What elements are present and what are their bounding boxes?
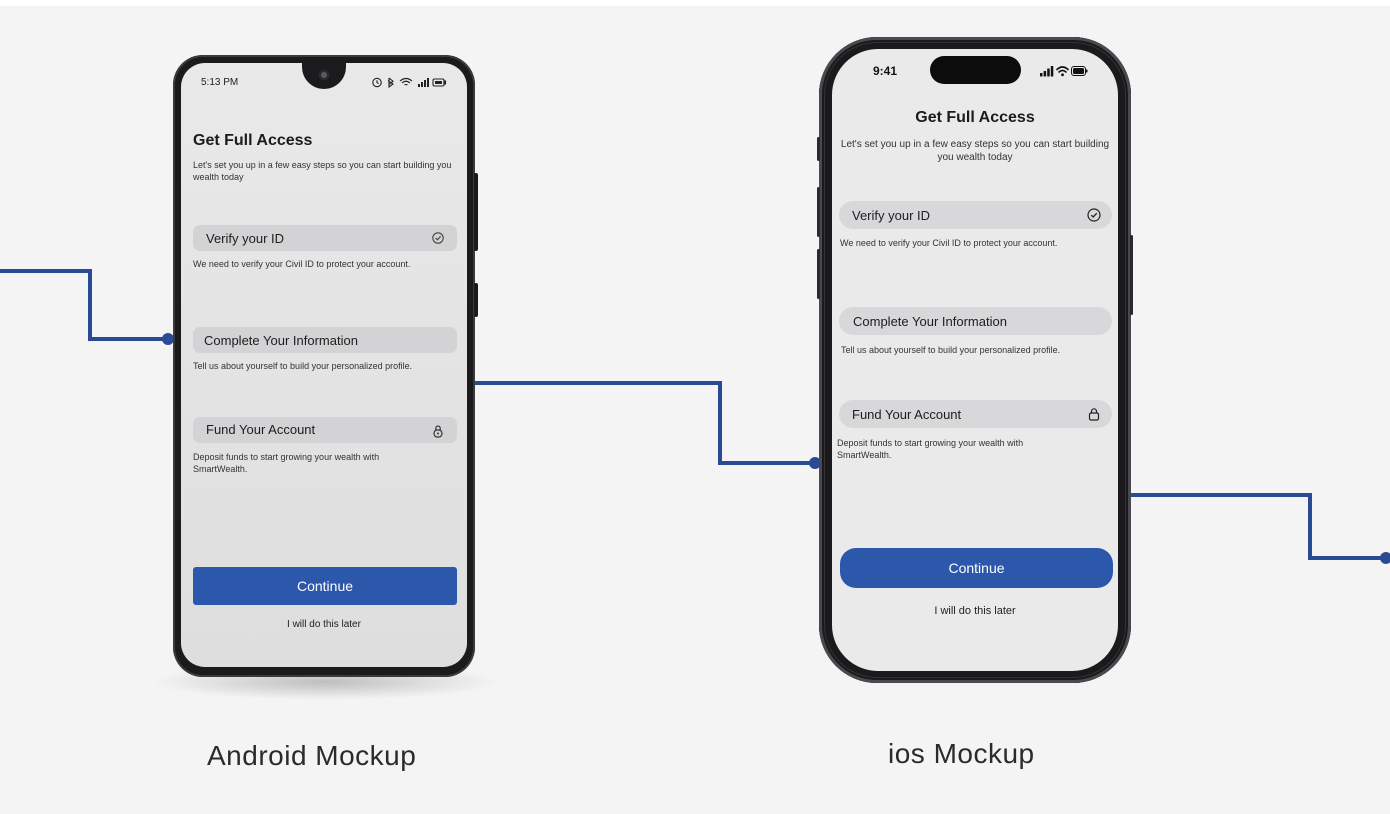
ios-status-icons [1040, 66, 1088, 77]
step-verify-id[interactable]: Verify your ID [193, 225, 457, 251]
connector-line-middle [475, 381, 815, 465]
step-label: Complete Your Information [853, 314, 1007, 329]
step-label: Verify your ID [852, 208, 931, 223]
step-description: We need to verify your Civil ID to prote… [193, 259, 411, 269]
page-title: Get Full Access [915, 109, 1035, 126]
do-later-link[interactable]: I will do this later [934, 605, 1016, 617]
step-description: We need to verify your Civil ID to prote… [840, 238, 1058, 248]
android-volume-button [474, 173, 478, 251]
do-later-link[interactable]: I will do this later [287, 619, 361, 630]
step-complete-information[interactable]: Complete Your Information [193, 327, 457, 353]
lock-icon [433, 425, 443, 438]
dynamic-island [930, 56, 1021, 84]
ios-power-button [1130, 235, 1133, 315]
lock-icon [1088, 408, 1100, 421]
page-title: Get Full Access [193, 132, 313, 149]
front-camera-icon [319, 70, 329, 80]
ios-status-time: 9:41 [873, 64, 898, 78]
wifi-icon [1056, 66, 1069, 73]
ios-screen: 9:41 Get Full Access Let's set you up in… [832, 49, 1118, 671]
step-label: Verify your ID [206, 231, 285, 246]
ios-caption: ios Mockup [888, 738, 1035, 769]
step-fund-account[interactable]: Fund Your Account [193, 417, 457, 443]
connector-dot-left [162, 333, 174, 345]
step-description: Deposit funds to start growing your weal… [193, 452, 380, 474]
wifi-icon [399, 77, 413, 86]
ios-volume-down-button [817, 249, 820, 299]
step-description: Tell us about yourself to build your per… [193, 361, 413, 371]
signal-icon [1040, 66, 1054, 77]
connector-dot-right [1380, 552, 1390, 564]
alarm-icon [372, 77, 382, 88]
bluetooth-icon [387, 77, 394, 89]
ios-volume-up-button [817, 187, 820, 237]
android-notch [302, 63, 346, 89]
step-label: Fund Your Account [206, 422, 316, 437]
ios-device: 9:41 Get Full Access Let's set you up in… [817, 37, 1133, 683]
android-status-icons [371, 76, 447, 91]
connector-dot-middle [809, 457, 821, 469]
ios-action-button [817, 137, 820, 161]
connector-line-left [0, 269, 168, 341]
android-device: 5:13 PM Get Full [173, 55, 478, 677]
step-complete-information[interactable]: Complete Your Information [839, 307, 1112, 335]
continue-button[interactable]: Continue [193, 567, 457, 605]
continue-button[interactable]: Continue [840, 548, 1113, 588]
page-subtitle: Let's set you up in a few easy steps so … [193, 160, 452, 182]
android-power-button [474, 283, 478, 317]
check-circle-icon [1087, 208, 1101, 222]
step-description: Deposit funds to start growing your weal… [837, 438, 1024, 460]
android-screen: 5:13 PM Get Full [181, 63, 467, 667]
connector-line-right [1131, 493, 1386, 560]
battery-icon [1071, 66, 1088, 76]
android-caption: Android Mockup [207, 740, 417, 771]
android-status-time: 5:13 PM [201, 77, 239, 88]
step-label: Fund Your Account [852, 407, 962, 422]
step-verify-id[interactable]: Verify your ID [839, 201, 1112, 229]
step-description: Tell us about yourself to build your per… [841, 345, 1061, 355]
page-subtitle: Let's set you up in a few easy steps so … [840, 139, 1110, 163]
signal-icon [418, 78, 429, 87]
step-label: Complete Your Information [204, 333, 358, 348]
step-fund-account[interactable]: Fund Your Account [839, 400, 1112, 428]
check-circle-icon [432, 232, 444, 244]
